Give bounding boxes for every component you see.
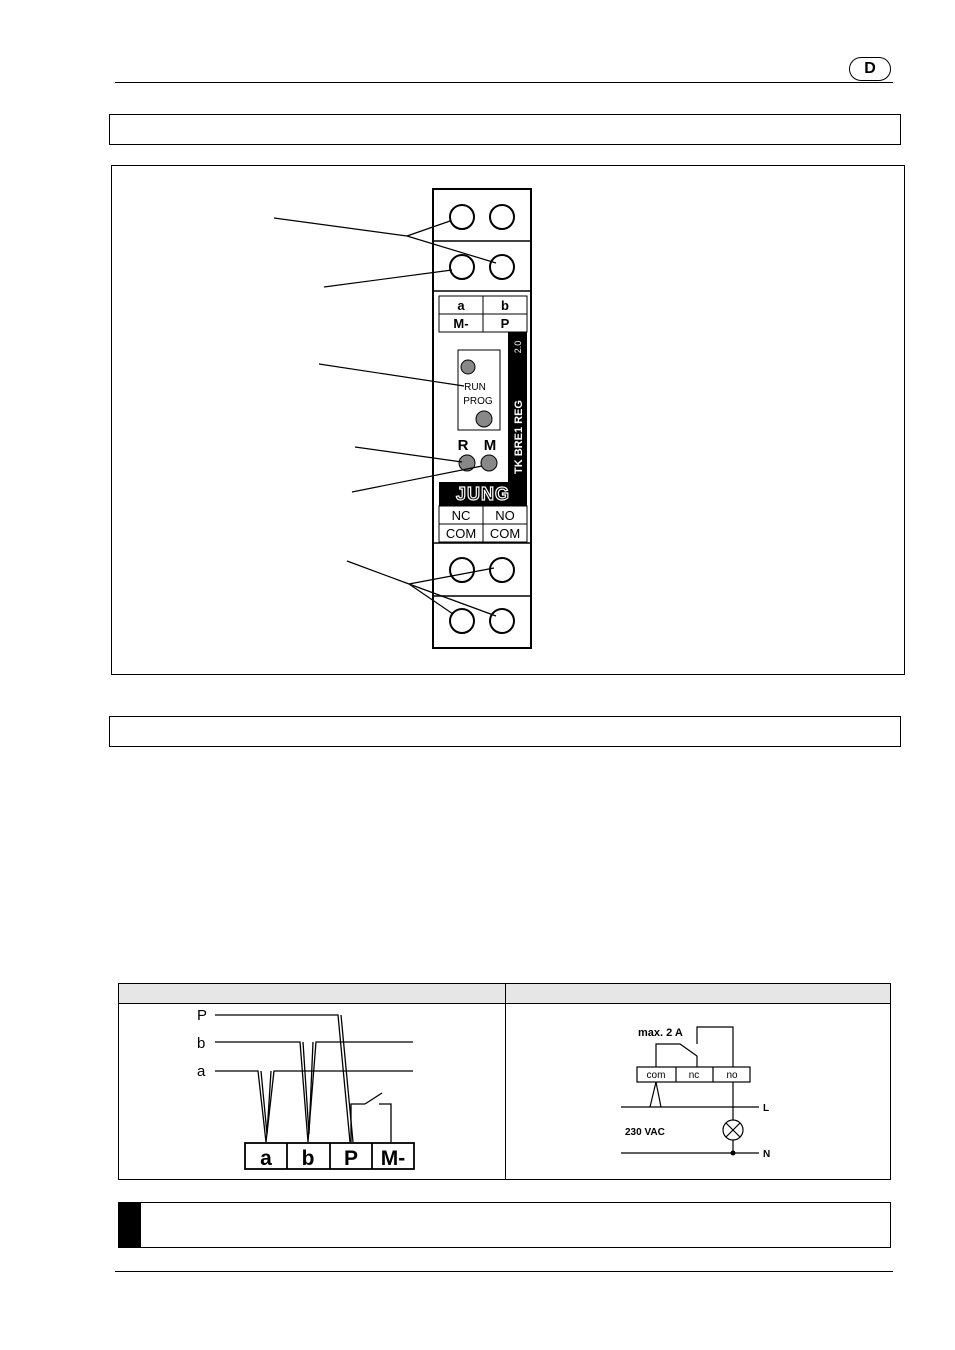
device-drawing: a b M- P RUN PROG R M TK BRE1 REG 2.0 JU… <box>273 188 532 649</box>
device-figure: a b M- P RUN PROG R M TK BRE1 REG 2.0 JU… <box>111 165 905 675</box>
model-label: TK BRE1 REG <box>513 400 525 474</box>
header-rule <box>115 82 893 83</box>
line-a-label: a <box>197 1063 206 1080</box>
footer-rule <box>115 1271 893 1272</box>
terminal-p-label: P <box>501 316 510 331</box>
relay-terminal-no: no <box>726 1070 738 1081</box>
line-n-label: N <box>763 1149 770 1160</box>
terminal-m-minus: M- <box>381 1147 406 1170</box>
note-box <box>118 1202 891 1248</box>
wiring-table-header-left <box>119 984 505 1004</box>
language-badge: D <box>849 57 891 81</box>
telephone-line-diagram: P b a a b P M- <box>197 1007 415 1170</box>
brand-logo: JUNG <box>456 484 510 504</box>
wiring-table: P b a a b P M- max. 2 A com <box>118 983 891 1180</box>
prog-label: PROG <box>463 396 493 407</box>
relay-com-right-label: COM <box>490 526 520 541</box>
section-bar-connection <box>109 716 901 747</box>
relay-nc-label: NC <box>452 508 471 523</box>
terminal-b-label: b <box>501 298 509 313</box>
relay-terminal-com: com <box>647 1070 666 1081</box>
terminal-b: b <box>302 1147 315 1170</box>
voltage-label: 230 VAC <box>625 1127 665 1138</box>
relay-terminal-nc: nc <box>689 1070 700 1081</box>
terminal-a: a <box>260 1147 272 1170</box>
note-marker <box>119 1203 141 1247</box>
line-b-label: b <box>197 1035 205 1052</box>
m-label: M <box>484 437 497 454</box>
run-label: RUN <box>464 382 486 393</box>
terminal-m-minus-label: M- <box>453 316 468 331</box>
version-label: 2.0 <box>513 341 523 354</box>
section-bar-device <box>109 114 901 145</box>
relay-wiring-diagram: max. 2 A com nc no L N 230 VAC <box>621 1026 770 1160</box>
relay-no-label: NO <box>495 508 515 523</box>
wiring-table-divider <box>505 984 506 1179</box>
line-p-label: P <box>197 1007 207 1024</box>
wiring-table-header-right <box>505 984 890 1004</box>
terminal-a-label: a <box>457 298 465 313</box>
line-l-label: L <box>763 1103 769 1114</box>
terminal-p: P <box>344 1147 358 1170</box>
max-current-label: max. 2 A <box>638 1027 683 1039</box>
relay-com-left-label: COM <box>446 526 476 541</box>
r-label: R <box>458 437 469 454</box>
